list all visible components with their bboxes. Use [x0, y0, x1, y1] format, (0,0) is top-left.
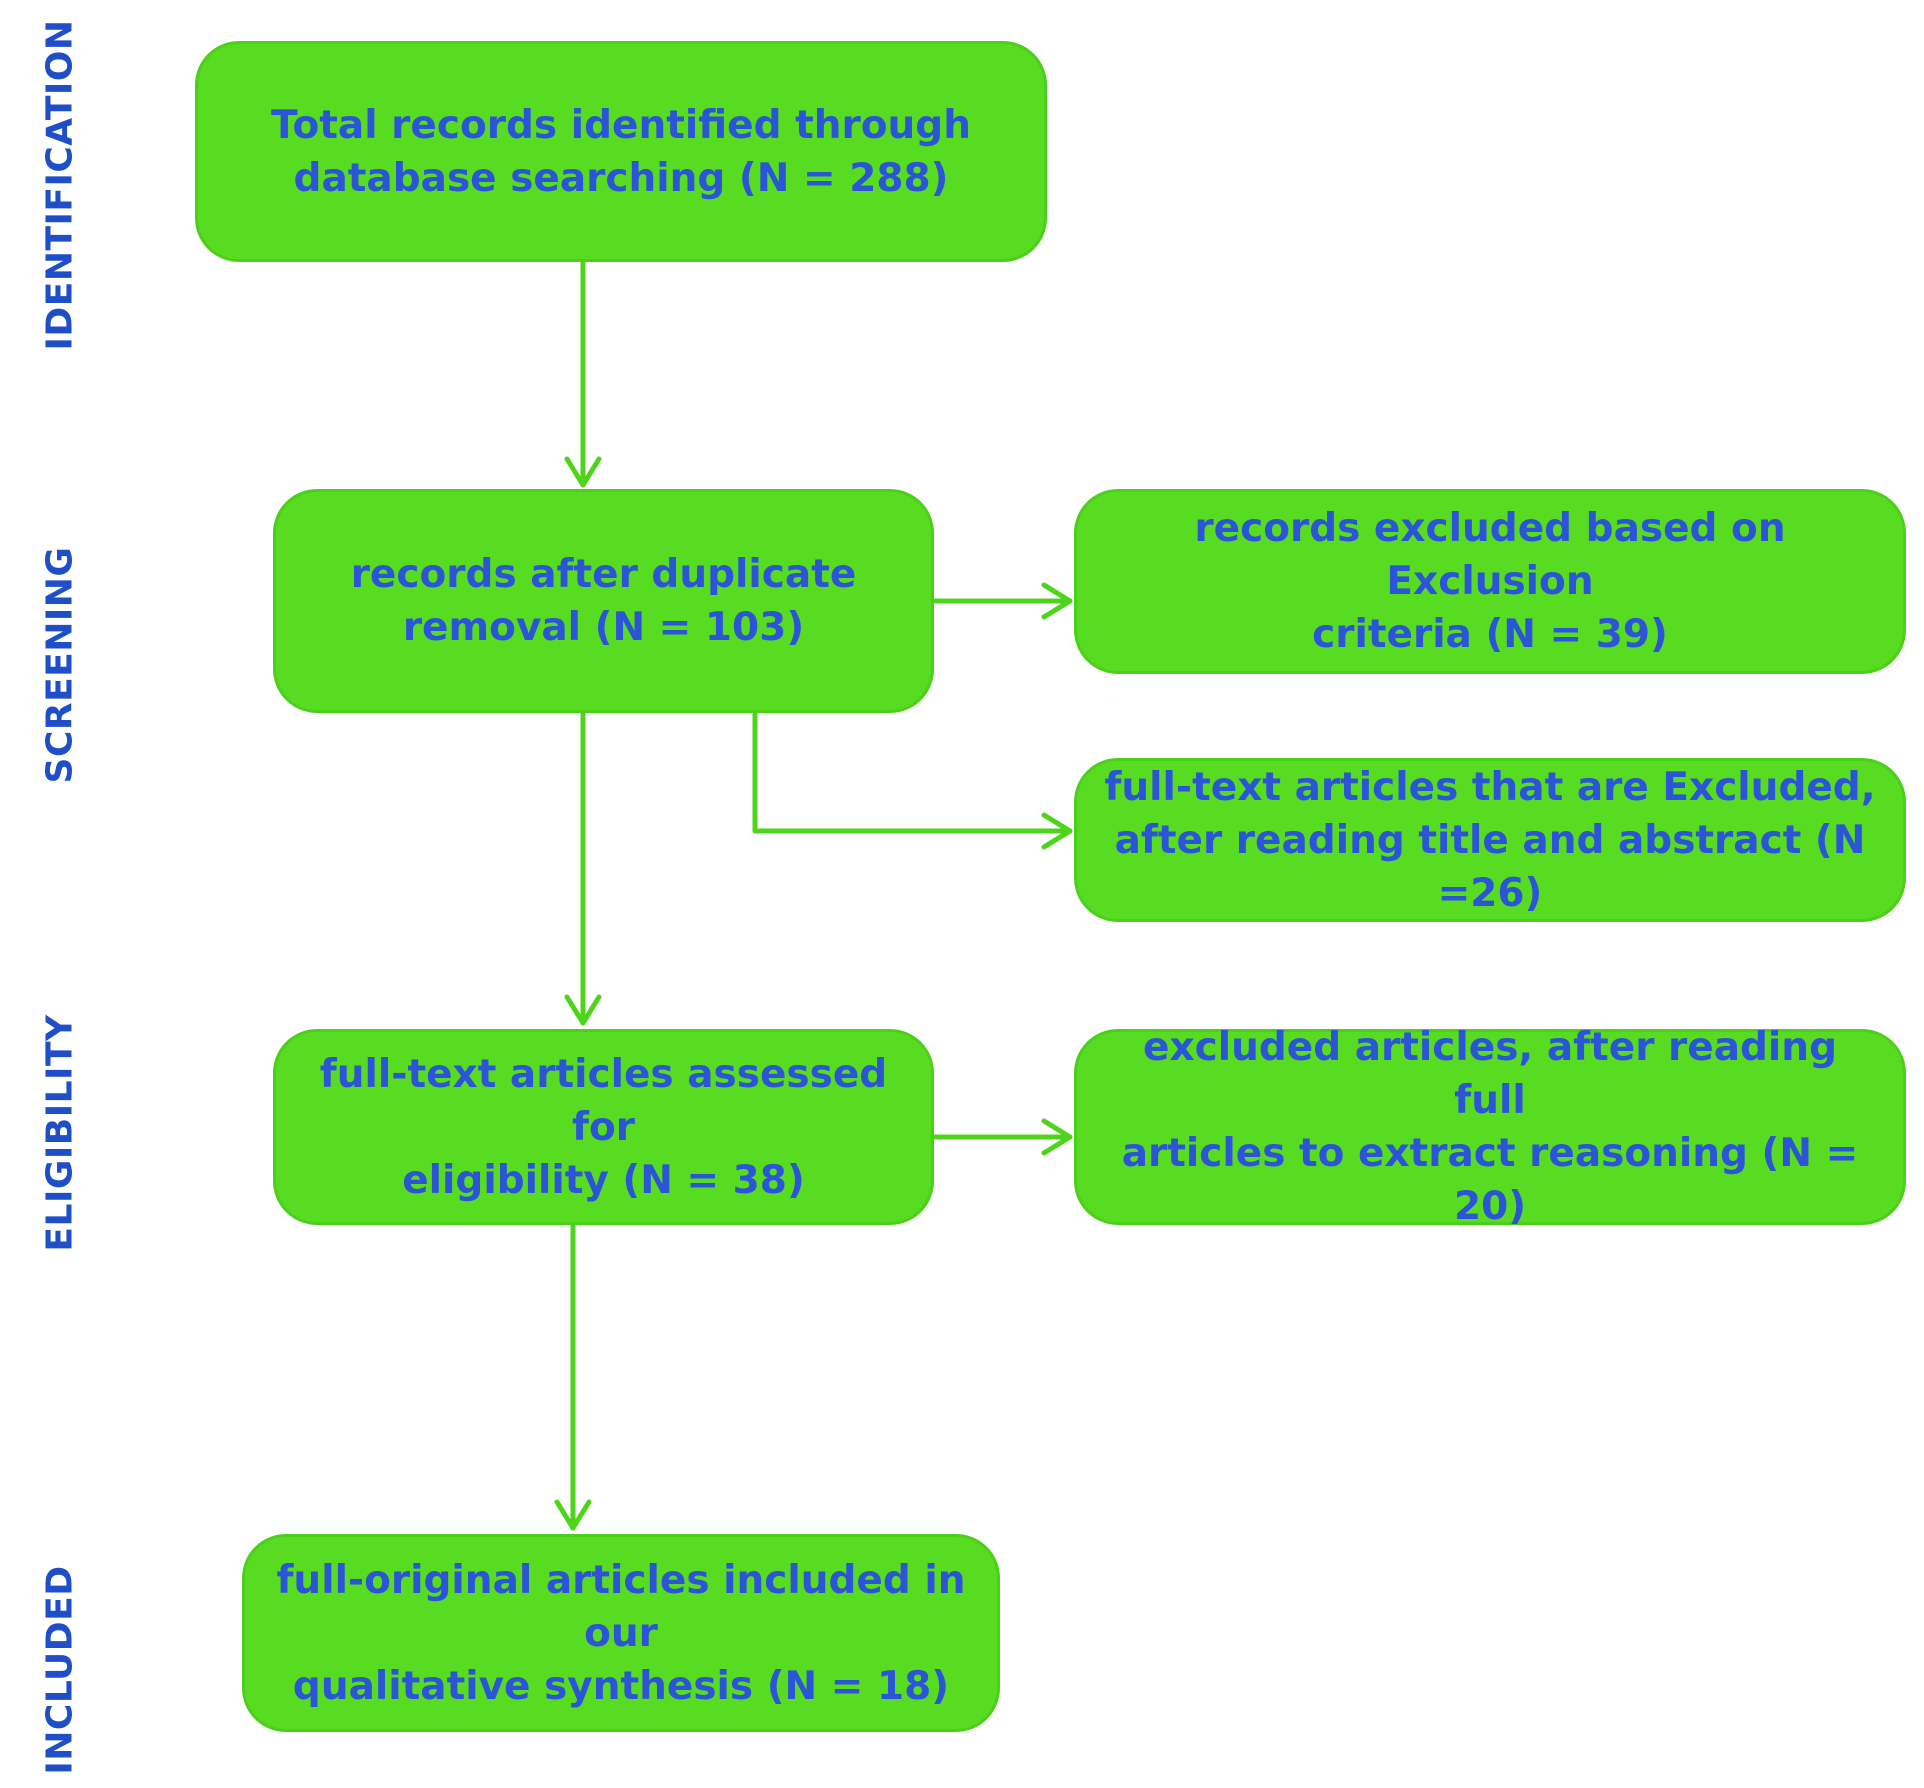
box-records-after-duplicate-removal-text: records after duplicate removal (N = 103… [350, 552, 857, 650]
box-excluded-full-read: excluded articles, after reading full ar… [1074, 1025, 1906, 1229]
box-assessed-eligibility: full-text articles assessed for eligibil… [273, 1029, 934, 1225]
box-excluded-title-abstract: full-text articles that are Excluded, af… [1074, 758, 1906, 922]
box-records-identified: Total records identified through databas… [195, 41, 1047, 262]
box-included-synthesis: full-original articles included in our q… [242, 1534, 1000, 1732]
arrowhead-eligibility-to-included [554, 1499, 592, 1531]
box-records-identified-text: Total records identified through databas… [271, 102, 971, 201]
box-excluded-title-abstract-text: full-text articles that are Excluded, af… [1104, 764, 1876, 916]
arrowhead-eligibility-to-excluded-full-read [1041, 1118, 1073, 1156]
box-included-synthesis-text: full-original articles included in our q… [276, 1557, 966, 1709]
box-assessed-eligibility-text: full-text articles assessed for eligibil… [319, 1051, 888, 1203]
arrowhead-duplicates-to-excluded-title-abstract [1041, 812, 1073, 850]
box-records-after-duplicate-removal: records after duplicate removal (N = 103… [273, 489, 934, 713]
arrowhead-duplicates-to-eligibility [564, 994, 602, 1026]
arrowhead-identified-to-duplicates [564, 456, 602, 488]
box-excluded-full-read-text: excluded articles, after reading full ar… [1121, 1025, 1859, 1229]
arrow-duplicates-to-excluded-title-abstract [752, 710, 1073, 834]
box-records-excluded-criteria-text: records excluded based on Exclusion crit… [1194, 506, 1786, 657]
box-records-excluded-criteria: records excluded based on Exclusion crit… [1074, 489, 1906, 674]
arrowhead-duplicates-to-excluded-criteria [1041, 582, 1073, 620]
